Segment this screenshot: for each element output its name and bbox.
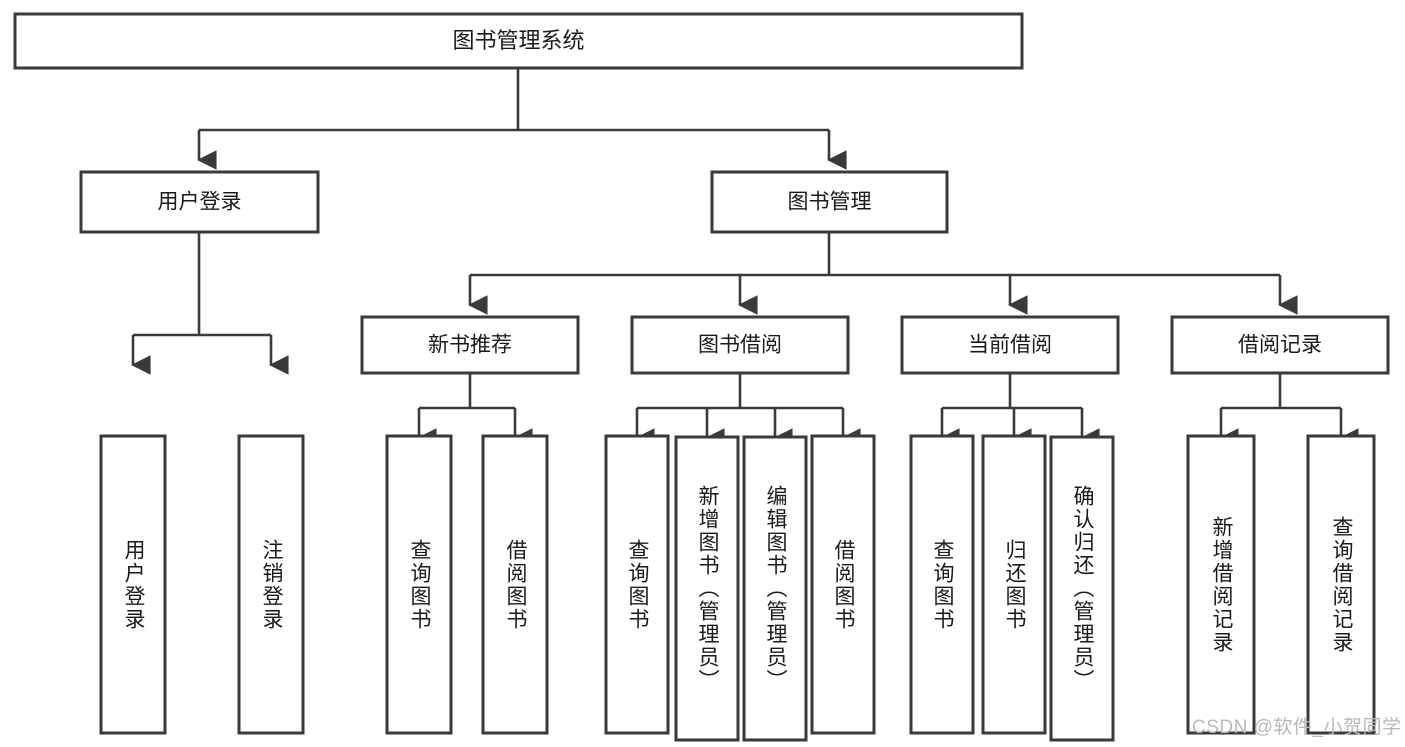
node-label-level3-3: 借阅记录 <box>1238 334 1322 357</box>
node-box-level3-2[interactable] <box>900 315 1120 375</box>
node-box-leaf-12[interactable] <box>1306 434 1376 735</box>
node-label-level2-0: 用户登录 <box>158 191 242 214</box>
node-box-leaf-9[interactable] <box>981 434 1047 735</box>
node-box-leaf-6[interactable] <box>742 435 808 742</box>
node-box-leaf-8[interactable] <box>909 434 975 735</box>
node-box-leaf-11[interactable] <box>1186 434 1256 735</box>
node-box-leaf-7[interactable] <box>810 434 876 735</box>
node-box-level2-1[interactable] <box>710 170 949 234</box>
node-label-level2-1: 图书管理 <box>788 191 872 214</box>
node-box-leaf-10[interactable] <box>1049 435 1115 742</box>
node-label-level3-2: 当前借阅 <box>968 334 1052 357</box>
node-box-leaf-1[interactable] <box>237 434 305 735</box>
node-box-level3-0[interactable] <box>360 315 580 375</box>
node-label-level3-0: 新书推荐 <box>428 334 512 357</box>
connector-layer <box>131 68 1359 448</box>
node-box-leaf-0[interactable] <box>99 434 167 735</box>
node-box-leaf-4[interactable] <box>604 434 670 735</box>
node-box-level3-3[interactable] <box>1170 315 1390 375</box>
node-box-root[interactable] <box>13 12 1024 70</box>
watermark-text: CSDN @软件_小贺同学 <box>1192 717 1402 738</box>
node-box-level2-0[interactable] <box>79 170 320 234</box>
node-label-root: 图书管理系统 <box>452 28 584 53</box>
node-box-leaf-2[interactable] <box>385 434 453 735</box>
node-box-leaf-3[interactable] <box>481 434 549 735</box>
node-box-leaf-5[interactable] <box>674 435 740 742</box>
node-label-level3-1: 图书借阅 <box>698 334 782 357</box>
node-box-level3-1[interactable] <box>630 315 850 375</box>
